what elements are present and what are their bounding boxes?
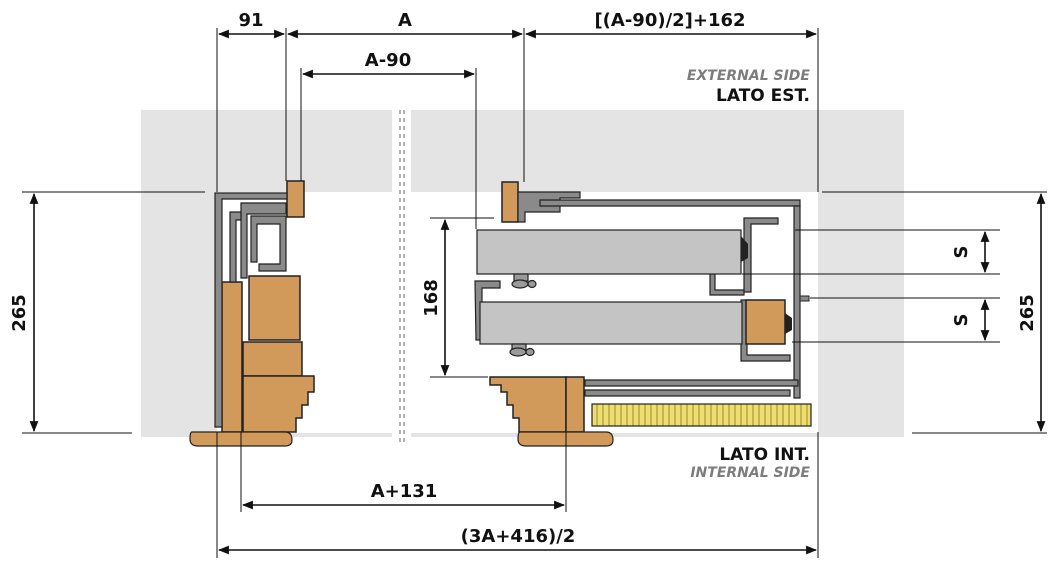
leaf-bottom-profile-2 <box>584 389 791 397</box>
dim-label-91: 91 <box>238 10 263 31</box>
left-wood-stepped <box>242 375 315 433</box>
gasket-upper <box>741 236 748 262</box>
dim-label-s-lower: S <box>951 314 972 327</box>
leaf-panel-upper <box>476 229 742 275</box>
internal-side-en: INTERNAL SIDE <box>690 465 810 481</box>
external-side-en: EXTERNAL SIDE <box>687 68 811 84</box>
side-labels: EXTERNAL SIDE LATO EST. LATO INT. INTERN… <box>687 68 811 481</box>
right-mid-wood-block <box>745 299 786 345</box>
dim-label-a: A <box>398 10 412 31</box>
gasket-lower <box>785 313 792 334</box>
right-top-profile <box>517 191 581 223</box>
dim-label-265-right: 265 <box>1017 294 1038 332</box>
right-top-wood-block <box>501 181 519 223</box>
left-frame-assembly <box>189 180 315 447</box>
left-wood-block-upper <box>248 275 301 341</box>
external-side-it: LATO EST. <box>716 86 810 106</box>
leaf-panel-lower <box>479 301 743 345</box>
dim-label-a-plus-131: A+131 <box>371 481 438 502</box>
pin-detail <box>799 295 810 302</box>
dim-label-265-left: 265 <box>9 294 30 332</box>
left-profile-main <box>214 192 288 428</box>
left-jamb-wood <box>221 281 243 433</box>
insulation-strip <box>591 403 812 427</box>
internal-side-it: LATO INT. <box>719 445 810 465</box>
right-top-profile-2 <box>539 199 801 207</box>
right-wood-stepped <box>489 376 567 433</box>
inner-upright-profile <box>743 217 779 293</box>
dim-label-right-top: [(A-90)/2]+162 <box>594 10 745 31</box>
roller-upper <box>511 273 537 289</box>
right-frame-assembly <box>474 181 812 447</box>
dimension-labels: 91 A [(A-90)/2]+162 A-90 265 265 168 S S… <box>9 10 1038 547</box>
left-profile-hook <box>229 211 242 283</box>
roller-lower <box>509 343 535 357</box>
left-top-wood-block <box>286 180 305 218</box>
leaf-bottom-profile <box>584 379 799 387</box>
break-lines <box>399 110 405 445</box>
dim-label-s-upper: S <box>951 246 972 259</box>
dim-label-168: 168 <box>421 279 442 317</box>
right-wood-post <box>565 376 585 433</box>
dim-label-total: (3A+416)/2 <box>461 526 576 547</box>
leaf-right-edge-profile <box>793 205 801 399</box>
left-wood-block-mid <box>242 341 303 377</box>
left-profile-inner <box>240 202 287 279</box>
dim-label-a-minus-90: A-90 <box>365 50 411 71</box>
extension-lines <box>22 28 1047 558</box>
dimension-lines <box>29 29 1046 555</box>
left-profile-channel <box>250 215 287 272</box>
